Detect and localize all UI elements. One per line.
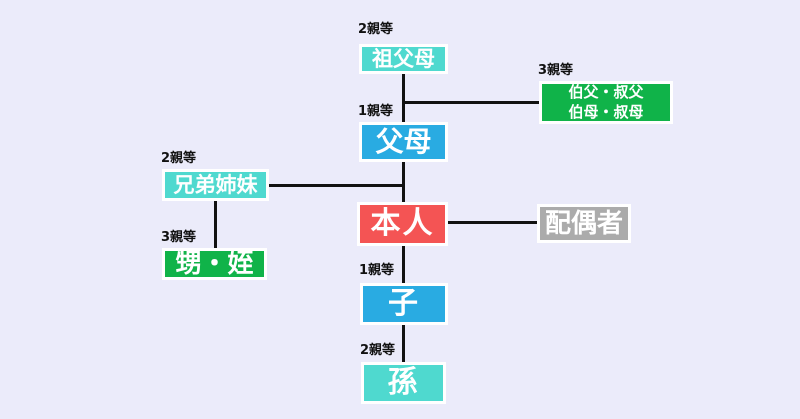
connector-branch-uncles-aunts: [402, 101, 539, 104]
degree-label-grandchild: 2親等: [360, 343, 396, 358]
node-child: 子: [360, 283, 448, 325]
node-spouse: 配偶者: [537, 204, 631, 243]
node-nephews-nieces: 甥・姪: [162, 248, 267, 280]
node-siblings: 兄弟姉妹: [162, 169, 269, 201]
degree-label-uncles-aunts: 3親等: [538, 63, 574, 78]
degree-label-grandparents: 2親等: [358, 22, 394, 37]
uncles-aunts-line1: 伯父・叔父: [568, 83, 644, 101]
degree-label-child: 1親等: [359, 263, 395, 278]
degree-label-parents: 1親等: [358, 104, 394, 119]
node-parents: 父母: [359, 122, 448, 162]
connector-grandparents-parents: [402, 74, 405, 122]
connector-self-spouse: [448, 221, 537, 224]
connector-child-grandchild: [402, 325, 405, 362]
connector-siblings-nephews: [214, 201, 217, 248]
node-grandparents: 祖父母: [359, 44, 448, 74]
degree-label-nephews-nieces: 3親等: [161, 230, 197, 245]
node-grandchild: 孫: [361, 362, 446, 404]
connector-parents-self: [402, 162, 405, 202]
uncles-aunts-line2: 伯母・叔母: [568, 102, 644, 121]
node-uncles-aunts: 伯父・叔父 伯母・叔母: [539, 81, 673, 124]
connector-self-child: [402, 246, 405, 283]
connector-siblings-branch: [269, 184, 402, 187]
degree-label-siblings: 2親等: [161, 151, 197, 166]
node-self: 本人: [357, 202, 448, 246]
